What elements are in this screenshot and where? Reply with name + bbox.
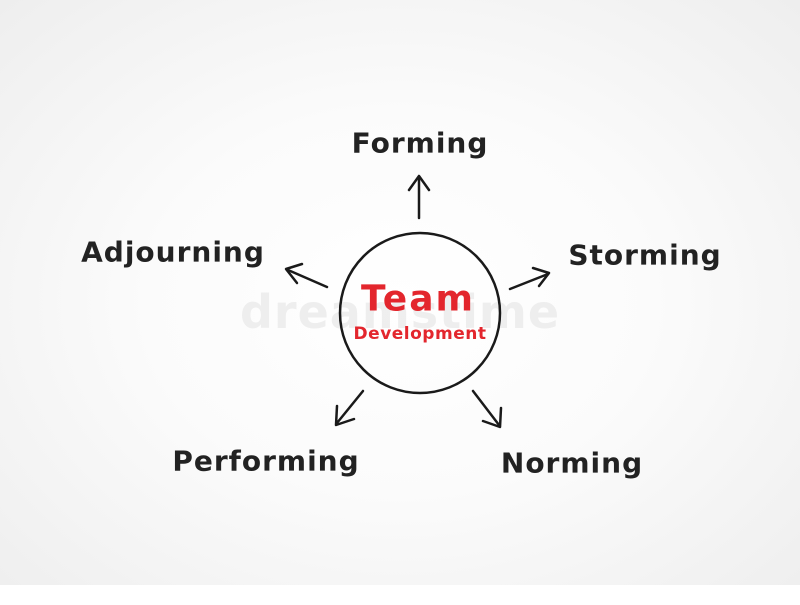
stage-adjourning-label: Adjourning xyxy=(81,235,265,269)
stage-performing-label: Performing xyxy=(172,444,360,478)
footer-strip xyxy=(0,585,800,605)
center-subtitle: Development xyxy=(353,324,487,344)
stage-forming-label: Forming xyxy=(351,126,489,160)
arrow-adjourning xyxy=(284,262,329,289)
watermark-text: dreamstime xyxy=(240,285,560,339)
stage-storming-label: Storming xyxy=(568,238,722,272)
arrow-norming xyxy=(471,389,503,429)
arrow-performing xyxy=(334,389,365,427)
stage-norming-label: Norming xyxy=(500,446,644,480)
arrow-forming xyxy=(407,174,431,220)
arrow-storming xyxy=(508,266,551,291)
center-circle xyxy=(338,231,502,395)
center-title: Team xyxy=(361,278,475,320)
